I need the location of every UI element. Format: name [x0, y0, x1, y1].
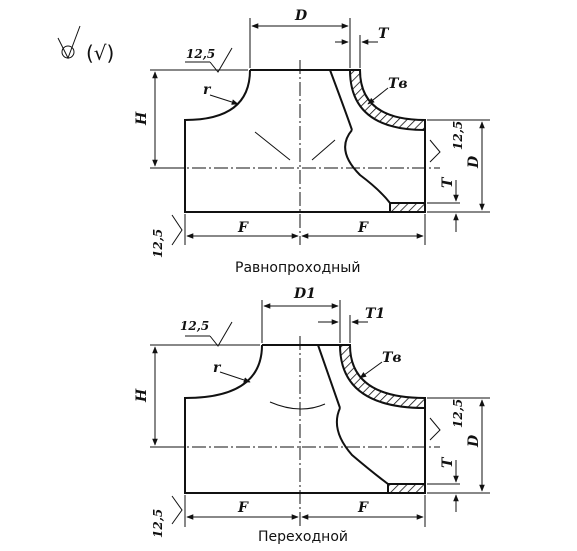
rough-top-label-2: 12,5 — [180, 319, 209, 333]
dim-Tb-label: Tв — [388, 76, 408, 92]
caption-reducing-tee: Переходной — [258, 529, 348, 545]
run-wall-section-2 — [387, 483, 426, 494]
caption-equal-tee: Равнопроходный — [235, 260, 360, 276]
dim-D-right-label: D — [466, 155, 482, 169]
dim-F-right-label-2: F — [357, 500, 369, 516]
radius-r-label: r — [203, 82, 212, 98]
dim-T-right-label: T — [440, 176, 456, 188]
equal-tee-drawing: D T Tв r H 12,5 F F 12,5 D — [134, 8, 490, 276]
dim-H-label: H — [134, 111, 150, 126]
dim-T-right-label-2: T — [440, 456, 456, 468]
dim-F-left-label-2: F — [237, 500, 249, 516]
rough-right-label-2: 12,5 — [451, 399, 465, 428]
rough-bottom-label-2: 12,5 — [151, 509, 165, 538]
roughness-symbol: (√) — [57, 25, 114, 65]
rough-top-label: 12,5 — [186, 47, 215, 61]
rough-right-label: 12,5 — [451, 121, 465, 150]
rough-bottom-label: 12,5 — [151, 229, 165, 258]
radius-r-label-2: r — [213, 360, 222, 376]
dim-D-label: D — [294, 8, 308, 24]
dim-F-left-label: F — [237, 220, 249, 236]
dim-T1-label: T1 — [365, 306, 385, 322]
dim-D-right-label-2: D — [466, 434, 482, 448]
dim-D1-label: D1 — [293, 286, 316, 302]
dim-T-label: T — [378, 26, 390, 42]
roughness-symbol-text: (√) — [86, 41, 114, 65]
dim-Tb-label-2: Tв — [382, 350, 402, 366]
dim-H-label-2: H — [134, 388, 150, 403]
reducing-tee-drawing: D1 T1 Tв r H 12,5 F F 12,5 D — [134, 286, 490, 545]
run-wall-section — [389, 202, 426, 213]
dim-F-right-label: F — [357, 220, 369, 236]
